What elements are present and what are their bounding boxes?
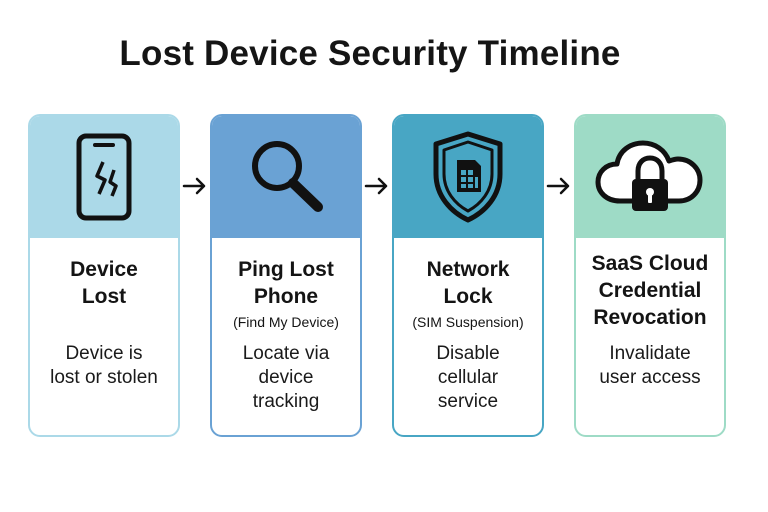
card-body: Ping Lost Phone (Find My Device) Locate …	[212, 238, 360, 435]
step-title: SaaS Cloud Credential Revocation	[591, 252, 709, 329]
card-body: Device Lost Device is lost or stolen	[30, 238, 178, 435]
step-description: Invalidate user access	[599, 343, 701, 388]
step-card-saas-credential-revocation: SaaS Cloud Credential Revocation Invalid…	[574, 114, 726, 437]
shield-sim-icon	[433, 131, 503, 223]
card-icon-area	[212, 116, 360, 238]
card-icon-area	[394, 116, 542, 238]
step-title: Device Lost	[70, 258, 138, 308]
step-title: Network Lock	[426, 258, 510, 308]
step-title: Ping Lost Phone	[238, 258, 334, 308]
cloud-lock-icon	[595, 140, 703, 211]
card-icon-area	[30, 116, 178, 238]
step-description: Disable cellular service	[436, 343, 500, 412]
broken-phone-icon	[76, 133, 132, 221]
arrow-right-icon	[364, 177, 388, 195]
magnifier-icon	[252, 141, 323, 212]
step-card-network-lock: Network Lock (SIM Suspension) Disable ce…	[392, 114, 544, 437]
step-description: Device is lost or stolen	[50, 343, 158, 388]
step-card-device-lost: Device Lost Device is lost or stolen	[28, 114, 180, 437]
card-icon-area	[576, 116, 724, 238]
diagram-title: Lost Device Security Timeline	[119, 34, 621, 73]
card-body: Network Lock (SIM Suspension) Disable ce…	[394, 238, 542, 435]
arrow-right-icon	[546, 177, 570, 195]
arrow-right-icon	[182, 177, 206, 195]
card-body: SaaS Cloud Credential Revocation Invalid…	[576, 238, 724, 435]
step-card-ping-lost-phone: Ping Lost Phone (Find My Device) Locate …	[210, 114, 362, 437]
step-description: Locate via device tracking	[242, 343, 330, 412]
step-subtitle: (Find My Device)	[233, 314, 339, 330]
step-subtitle: (SIM Suspension)	[412, 314, 524, 330]
